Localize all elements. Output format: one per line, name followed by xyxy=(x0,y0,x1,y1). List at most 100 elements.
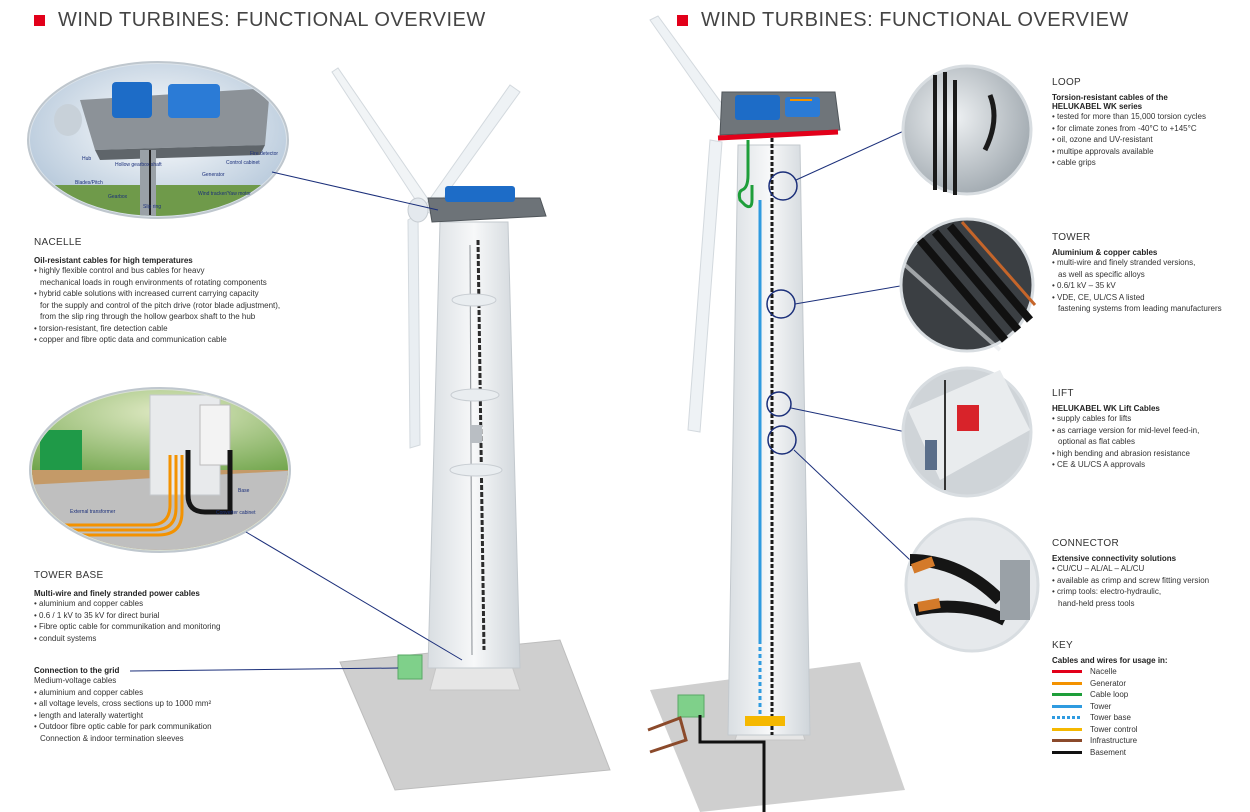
bullet-line: • crimp tools: electro-hydraulic, xyxy=(1052,587,1162,596)
loop-bullets: • tested for more than 15,000 torsion cy… xyxy=(1052,111,1206,169)
connector-heading: CONNECTOR xyxy=(1052,538,1119,549)
tower-base-subheading: Multi-wire and finely stranded power cab… xyxy=(34,589,200,598)
bullet-line: • VDE, CE, UL/CS A listed xyxy=(1052,292,1145,302)
bullet-line: Medium-voltage cables xyxy=(34,676,117,685)
base-pointer-line xyxy=(245,531,463,661)
key-swatch xyxy=(1052,727,1082,731)
lift-bullets: • supply cables for lifts • as carriage … xyxy=(1052,413,1199,471)
cable-nacelle xyxy=(717,129,839,141)
bullet-line: • 0.6 / 1 kV to 35 kV for direct burial xyxy=(34,610,160,620)
key-item: Tower base xyxy=(1052,712,1168,724)
bullet-line: • copper and fibre optic data and commun… xyxy=(34,335,227,344)
lift-zoom-circle xyxy=(901,366,1033,498)
bullet-line: from the slip ring through the hollow ge… xyxy=(40,312,256,321)
bullet-line: • multi-wire and finely stranded version… xyxy=(1052,258,1196,267)
bullet-line: mechanical loads in rough environments o… xyxy=(40,277,267,287)
bullet-line: • supply cables for lifts xyxy=(1052,414,1132,423)
connector-subheading: Extensive connectivity solutions xyxy=(1052,554,1177,563)
bullet-line: • cable grips xyxy=(1052,158,1096,167)
bullet-line: fastening systems from leading manufactu… xyxy=(1058,304,1222,313)
callout-slip-ring: Slip ring xyxy=(143,204,161,210)
bullet-line: as well as specific alloys xyxy=(1058,269,1145,279)
transformer-box xyxy=(397,654,423,680)
grid-connection-text-block: Connection to the grid Medium-voltage ca… xyxy=(34,666,212,744)
bullet-line: • for climate zones from -40°C to +145°C xyxy=(1052,123,1197,133)
callout-control-cabinet: Control cabinet xyxy=(226,160,260,166)
bullet-line: • length and laterally watertight xyxy=(34,710,144,720)
bullet-line: • available as crimp and screw fitting v… xyxy=(1052,575,1210,585)
bullet-line: Connection & indoor termination sleeves xyxy=(40,733,184,743)
bullet-line: • all voltage levels, cross sections up … xyxy=(34,699,212,708)
bullet-line: for the supply and control of the pitch … xyxy=(40,300,281,310)
tower-left xyxy=(427,221,521,669)
loop-heading: LOOP xyxy=(1052,77,1081,88)
key-item: Tower control xyxy=(1052,724,1168,736)
cable-loop xyxy=(737,140,754,209)
bullet-line: • CU/CU – AL/AL – AL/CU xyxy=(1052,564,1145,573)
page-title-right: WIND TURBINES: FUNCTIONAL OVERVIEW xyxy=(701,9,1129,31)
nacelle-bullets: • highly flexible control and bus cables… xyxy=(34,265,280,346)
key-item: Basement xyxy=(1052,747,1168,759)
callout-external-transformer: External transformer xyxy=(70,509,116,515)
nacelle-pointer-line xyxy=(271,171,439,211)
key-label: Nacelle xyxy=(1090,667,1117,676)
cable-infrastructure xyxy=(647,716,688,754)
bullet-line: • 0.6/1 kV – 35 kV xyxy=(1052,281,1116,290)
loop-marker xyxy=(768,171,798,201)
nacelle-heading: NACELLE xyxy=(34,237,82,248)
key-swatch xyxy=(1052,739,1082,743)
key-swatch xyxy=(1052,681,1082,685)
tower-base-bullets: • aluminium and copper cables • 0.6 / 1 … xyxy=(34,598,220,644)
key-label: Basement xyxy=(1090,747,1127,757)
nacelle-subheading: Oil-resistant cables for high temperatur… xyxy=(34,256,193,265)
key-swatch xyxy=(1052,716,1082,720)
key-legend: KEY Cables and wires for usage in: Nacel… xyxy=(1052,640,1168,758)
bullet-line: • as carriage version for mid-level feed… xyxy=(1052,425,1200,435)
bullet-line: • high bending and abrasion resistance xyxy=(1052,448,1191,458)
callout-fire-detector: Fire detector xyxy=(250,151,278,157)
tower-heading: TOWER xyxy=(1052,232,1091,243)
bullet-line: • Fibre optic cable for communikation an… xyxy=(34,622,221,631)
bullet-line: • aluminium and copper cables xyxy=(34,599,144,608)
connector-bullets: • CU/CU – AL/AL – AL/CU • available as c… xyxy=(1052,563,1209,609)
connector-marker xyxy=(767,425,797,455)
key-label: Tower xyxy=(1090,701,1112,711)
tower-right xyxy=(727,144,811,736)
tower-control-box xyxy=(745,716,785,726)
key-item: Tower xyxy=(1052,701,1168,713)
left-illustration: Hub Blades/Pitch Hollow gearbox shaft Ge… xyxy=(27,61,611,791)
loop-text-block: LOOP Torsion-resistant cables of the HEL… xyxy=(1052,77,1206,169)
bullet-line: • tested for more than 15,000 torsion cy… xyxy=(1052,112,1206,121)
bullet-line: • oil, ozone and UV-resistant xyxy=(1052,135,1153,144)
tower-base-heading: TOWER BASE xyxy=(34,570,104,581)
lift-marker xyxy=(766,391,792,417)
key-swatch xyxy=(1052,750,1082,754)
bullet-line: • torsion-resistant, fire detection cabl… xyxy=(34,323,168,333)
key-label: Cable loop xyxy=(1090,690,1129,699)
key-swatch xyxy=(1052,693,1082,697)
lift-subheading: HELUKABEL WK Lift Cables xyxy=(1052,404,1160,413)
nacelle-callout-labels: Hub Blades/Pitch Hollow gearbox shaft Ge… xyxy=(75,151,278,210)
connector-zoom-circle xyxy=(904,517,1040,653)
key-label: Tower control xyxy=(1090,724,1138,734)
bullet-line: • conduit systems xyxy=(34,633,97,643)
callout-blades: Blades/Pitch xyxy=(75,180,103,186)
key-item: Infrastructure xyxy=(1052,735,1168,747)
title-marker-right xyxy=(677,15,688,26)
bullet-line: • Outdoor fibre optic cable for park com… xyxy=(34,722,212,731)
key-swatch xyxy=(1052,670,1082,674)
loop-subheading-2: HELUKABEL WK series xyxy=(1052,102,1143,111)
key-swatch xyxy=(1052,704,1082,708)
bullet-line: • hybrid cable solutions with increased … xyxy=(34,289,259,298)
nacelle-text-block: NACELLE Oil-resistant cables for high te… xyxy=(34,237,280,346)
callout-generator: Generator xyxy=(202,172,225,178)
bullet-line: hand-held press tools xyxy=(1058,598,1135,608)
key-item: Cable loop xyxy=(1052,689,1168,701)
callout-converter-cabinet: Converter cabinet xyxy=(216,510,256,516)
callout-yaw-motor: Wind tracker/Yaw motor xyxy=(198,191,251,197)
tower-text-block: TOWER Aluminium & copper cables • multi-… xyxy=(1052,232,1222,315)
lift-heading: LIFT xyxy=(1052,388,1074,399)
rotor-blade xyxy=(649,15,729,121)
key-subheading: Cables and wires for usage in: xyxy=(1052,656,1168,665)
tower-base-text-block: TOWER BASE Multi-wire and finely strande… xyxy=(34,570,220,644)
